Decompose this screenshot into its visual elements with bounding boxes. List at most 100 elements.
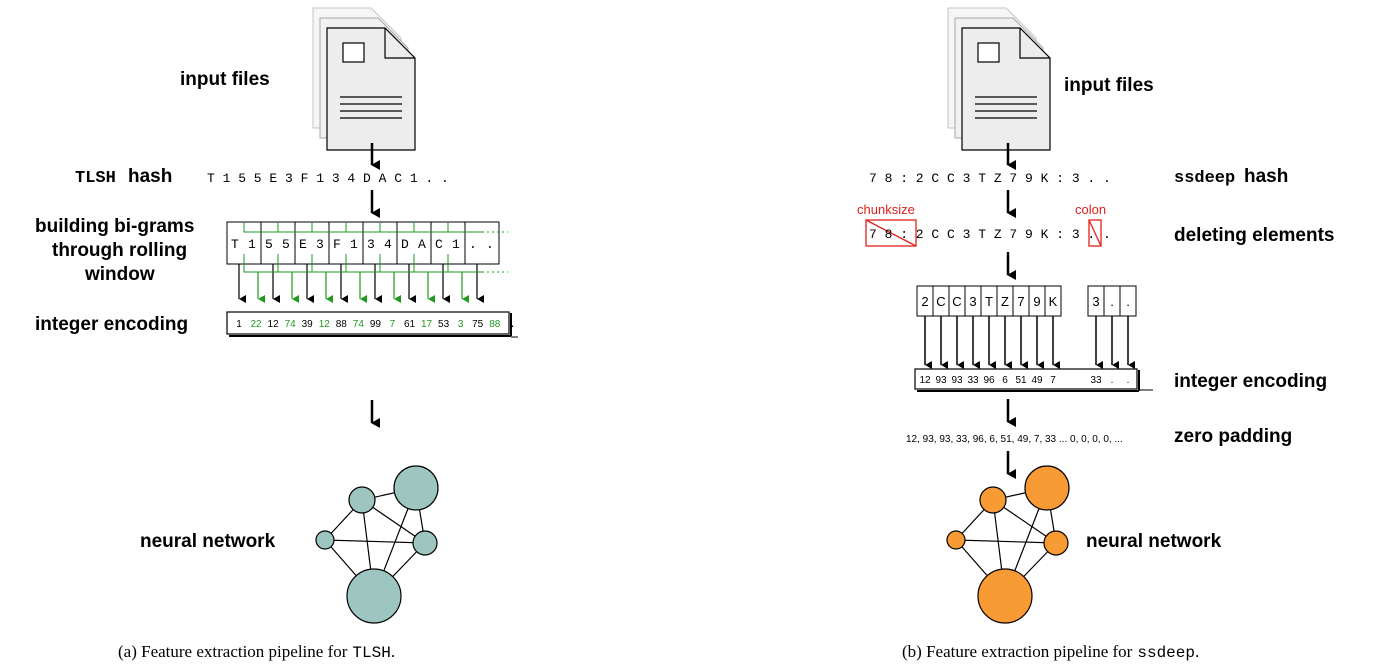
deleting-elements-value: 7 8 : 2 C C 3 T Z 7 9 K : 3 . . (869, 227, 1111, 242)
encoded-value: 49 (1031, 375, 1043, 386)
right-neural-network-icon (946, 465, 1070, 624)
encoded-value: 7 (390, 319, 396, 330)
ssdeep-cell-char: 3 (969, 294, 976, 309)
tlsh-hash-value: T 1 5 5 E 3 F 1 3 4 D A C 1 . . (207, 171, 449, 186)
bigram-window-green (345, 222, 380, 273)
encoded-value: 96 (983, 375, 995, 386)
encoded-value: 93 (935, 375, 947, 386)
ssdeep-cell-char: T (985, 294, 993, 309)
ssdeep-cell-char: 3 (1092, 294, 1099, 309)
encoded-value: 33 (1090, 375, 1102, 386)
bigram-char: 5 (282, 237, 290, 252)
colon-label: colon (1075, 202, 1106, 217)
ssdeep-cell-char: . (1126, 294, 1130, 309)
bigram-window-green (243, 222, 278, 273)
encoded-value: 39 (302, 319, 314, 330)
left-neural-network-icon (315, 465, 439, 624)
bigram-window-green (277, 222, 312, 273)
encoded-value: 33 (967, 375, 979, 386)
encoded-value: . (1111, 375, 1114, 386)
encoded-value: 51 (1015, 375, 1027, 386)
zero-padding-label: zero padding (1174, 426, 1292, 447)
encoded-value: 74 (285, 319, 297, 330)
right-neural-network-label: neural network (1086, 531, 1222, 552)
tlsh-hash-name: TLSH (75, 169, 116, 188)
encoded-value: 12 (919, 375, 931, 386)
encoded-value: 88 (336, 319, 348, 330)
encoded-value: 53 (438, 319, 450, 330)
left-integer-encoding-label: integer encoding (35, 314, 188, 335)
chunksize-label: chunksize (857, 202, 915, 217)
left-encoded-values: 1 22 12 74 39 12 88 74 99 7 61 17 53 3 75 88 (236, 319, 501, 330)
encoded-value: 88 (489, 319, 501, 330)
ssdeep-cell-char: Z (1001, 294, 1009, 309)
right-encoded-values: 12 93 93 33 96 6 51 49 7 33.. (919, 375, 1129, 386)
bigram-char: 3 (367, 237, 375, 252)
left-neural-network-label: neural network (140, 531, 276, 552)
bigram-char: E (299, 237, 307, 252)
ssdeep-cell-char: 2 (921, 294, 928, 309)
ssdeep-hash-word: hash (1244, 166, 1288, 187)
bigram-char: F (333, 237, 341, 252)
encoded-value: 12 (268, 319, 280, 330)
ssdeep-cell-char: 7 (1017, 294, 1024, 309)
ssdeep-hash-name: ssdeep (1174, 169, 1235, 188)
bigram-char: 4 (384, 237, 392, 252)
bigram-char: 5 (265, 237, 273, 252)
encoded-value: 1 (236, 319, 242, 330)
bigram-label-line2: through rolling (52, 240, 187, 261)
right-document-stack-icon (947, 7, 1051, 151)
bigram-label-line1: building bi-grams (35, 216, 194, 237)
right-input-files-label: input files (1064, 75, 1154, 96)
bigram-char: . (469, 237, 477, 252)
encoded-value: 12 (319, 319, 331, 330)
ssdeep-hash-value: 7 8 : 2 C C 3 T Z 7 9 K : 3 . . (869, 171, 1111, 186)
encoded-value: 7 (1050, 375, 1056, 386)
ssdeep-cell-char: K (1049, 294, 1058, 309)
ssdeep-cell-char: C (936, 294, 945, 309)
deleting-elements-label: deleting elements (1174, 225, 1335, 246)
encoded-value: 3 (458, 319, 464, 330)
svg-text:.: . (511, 319, 514, 330)
bigram-char: D (401, 237, 409, 252)
bigram-char: T (231, 237, 239, 252)
bigram-char: C (435, 237, 443, 252)
bigram-char: 1 (248, 237, 256, 252)
ssdeep-cell-char: 9 (1033, 294, 1040, 309)
ssdeep-cell-char: C (952, 294, 961, 309)
bigram-char: 1 (452, 237, 460, 252)
bigram-window (464, 221, 500, 265)
bigram-char: 3 (316, 237, 324, 252)
left-encoding-bar: . (226, 311, 518, 338)
left-document-stack-icon (312, 7, 416, 151)
bigram-char: A (418, 237, 426, 252)
deleted-chunksize-box (865, 219, 917, 247)
encoded-value: 75 (472, 319, 484, 330)
left-input-files-label: input files (180, 69, 270, 90)
bigram-char: 1 (350, 237, 358, 252)
encoded-value: 17 (421, 319, 433, 330)
encoded-value: 93 (951, 375, 963, 386)
encoded-value: 22 (250, 319, 262, 330)
encoded-value: 61 (404, 319, 416, 330)
encoded-value: . (1127, 375, 1130, 386)
right-integer-encoding-label: integer encoding (1174, 371, 1327, 392)
bigram-window-green (311, 222, 346, 273)
right-encoding-bar (914, 368, 1153, 392)
bigram-label-line3: window (84, 264, 155, 285)
bigram-window-green (379, 222, 414, 273)
bigram-window-green (413, 222, 448, 273)
ssdeep-cell-char: . (1110, 294, 1114, 309)
encoded-value: 6 (1002, 375, 1008, 386)
bigram-char: . (486, 237, 494, 252)
encoded-value: 99 (370, 319, 382, 330)
bigram-window-green (447, 222, 482, 273)
tlsh-hash-word: hash (128, 166, 172, 187)
deleted-colon-box (1088, 219, 1102, 247)
encoded-value: 74 (353, 319, 365, 330)
zero-padding-value: 12, 93, 93, 33, 96, 6, 51, 49, 7, 33 ...… (906, 434, 1123, 445)
